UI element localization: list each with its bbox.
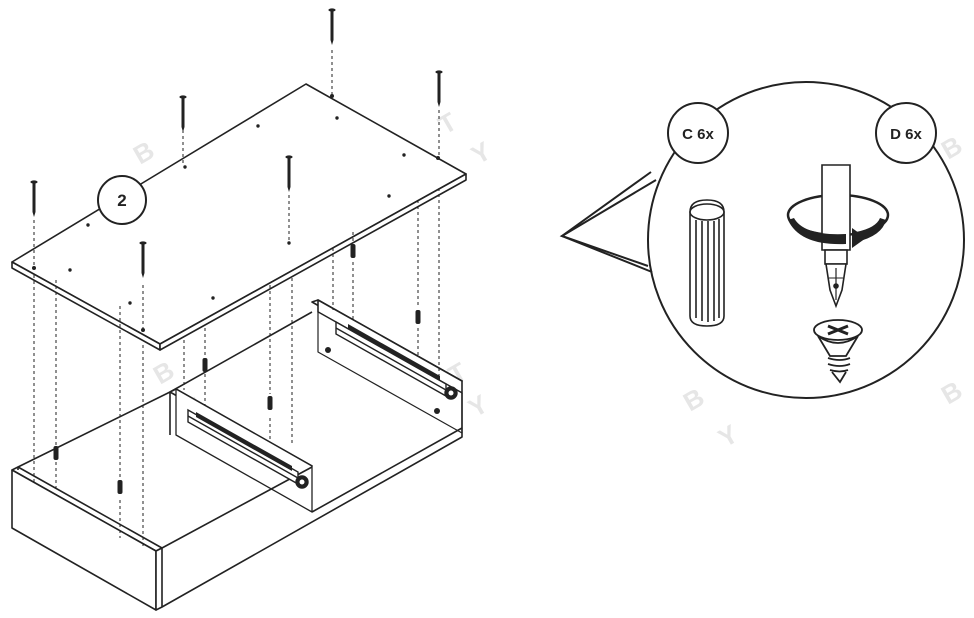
watermark-letter: T [433,106,462,140]
front-panel-face [11,469,157,611]
drawer-runner-right [325,320,458,414]
front-panel-side [155,547,163,611]
dowel-icon [689,199,725,327]
screw-icon [179,95,187,132]
watermark-letter: Y [713,419,743,454]
part-label-screw: D 6x [875,102,937,164]
dowel-label: C 6x [682,126,714,143]
screw-icon [435,70,443,107]
watermark-letter: Y [463,389,493,424]
watermark-letter: B [128,135,159,170]
step-badge: 2 [97,175,147,225]
dowel-icon [350,244,356,258]
detail-callout [559,81,965,399]
screw-head-icon [813,319,863,384]
dowel-icon [202,358,208,372]
screw-icon [30,180,38,217]
dowel-icon [53,446,59,460]
part-label-dowel: C 6x [667,102,729,164]
dowel-icon [267,396,273,410]
drawer-runner-divider [187,408,309,489]
step-number: 2 [117,191,126,210]
drawer-box [11,299,463,611]
screw-icon [328,8,336,45]
panel-holes [32,94,440,332]
dowel-icon [117,480,123,494]
watermark-letter: B [678,382,709,417]
watermark-letter: Y [466,136,496,171]
alignment-guides [33,50,440,546]
top-panel [11,83,467,351]
watermark-letter: B [148,355,179,390]
watermark-letter: B [936,375,967,410]
screwdriver-icon [786,164,890,309]
dowel-icon [415,310,421,324]
screw-label: D 6x [890,126,922,143]
rotate-arrow-icon [788,218,886,248]
